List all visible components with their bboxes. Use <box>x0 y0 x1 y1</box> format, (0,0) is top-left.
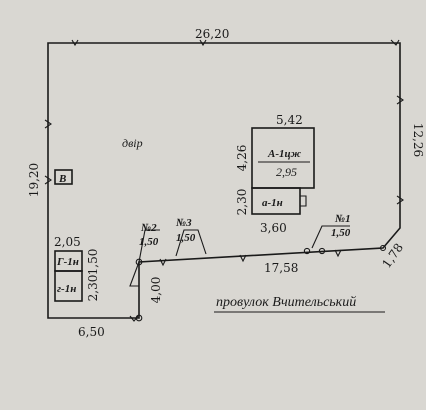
house-area: 2,95 <box>276 165 297 179</box>
porch-label: а-1н <box>262 197 283 209</box>
gate-3-number: №3 <box>175 217 192 229</box>
property-boundary <box>47 42 401 319</box>
gate-2-width: 1,50 <box>139 236 159 248</box>
shed-top-label: Г-1н <box>56 256 79 268</box>
dim-gate-side: 4,00 <box>149 277 163 304</box>
dim-shed-height: 1,50 <box>86 249 100 276</box>
dim-right: 12,26 <box>411 123 425 157</box>
house-name: А-1цж <box>267 148 302 160</box>
corner-point <box>379 244 387 252</box>
shed-bottom-outline <box>54 270 83 302</box>
dim-left: 19,20 <box>27 163 41 197</box>
dim-house-height: 4,26 <box>235 145 249 172</box>
gate-2-symbol <box>129 229 160 287</box>
gate-3-symbol <box>175 229 207 257</box>
gate-1-symbol <box>311 225 350 249</box>
dim-porch-width: 3,60 <box>260 221 287 235</box>
gate-3-width: 1,50 <box>176 232 196 244</box>
dim-top: 26,20 <box>195 27 229 41</box>
well-label: В <box>58 173 66 185</box>
gate-post <box>303 247 311 255</box>
gate-1-number: №1 <box>334 213 351 225</box>
gate-post <box>318 247 326 255</box>
gate-2-number: №2 <box>140 222 157 234</box>
shed-bottom-label: г-1н <box>57 283 76 295</box>
street-name: провулок Вчительський <box>216 295 356 310</box>
dim-bottom-left: 6,50 <box>78 325 105 339</box>
porch-outline <box>251 187 301 215</box>
dim-front: 17,58 <box>264 261 298 275</box>
gate-1-width: 1,50 <box>331 227 351 239</box>
dim-shed-lower: 2,30 <box>86 275 100 302</box>
gate-post <box>135 314 143 322</box>
boundary-ticks <box>44 39 404 322</box>
dim-house-width: 5,42 <box>276 113 303 127</box>
well-box <box>54 169 73 185</box>
porch-step <box>300 195 307 207</box>
yard-label: двір <box>122 136 143 150</box>
dim-porch-height: 2,30 <box>235 189 249 216</box>
dim-shed-width: 2,05 <box>54 235 81 249</box>
